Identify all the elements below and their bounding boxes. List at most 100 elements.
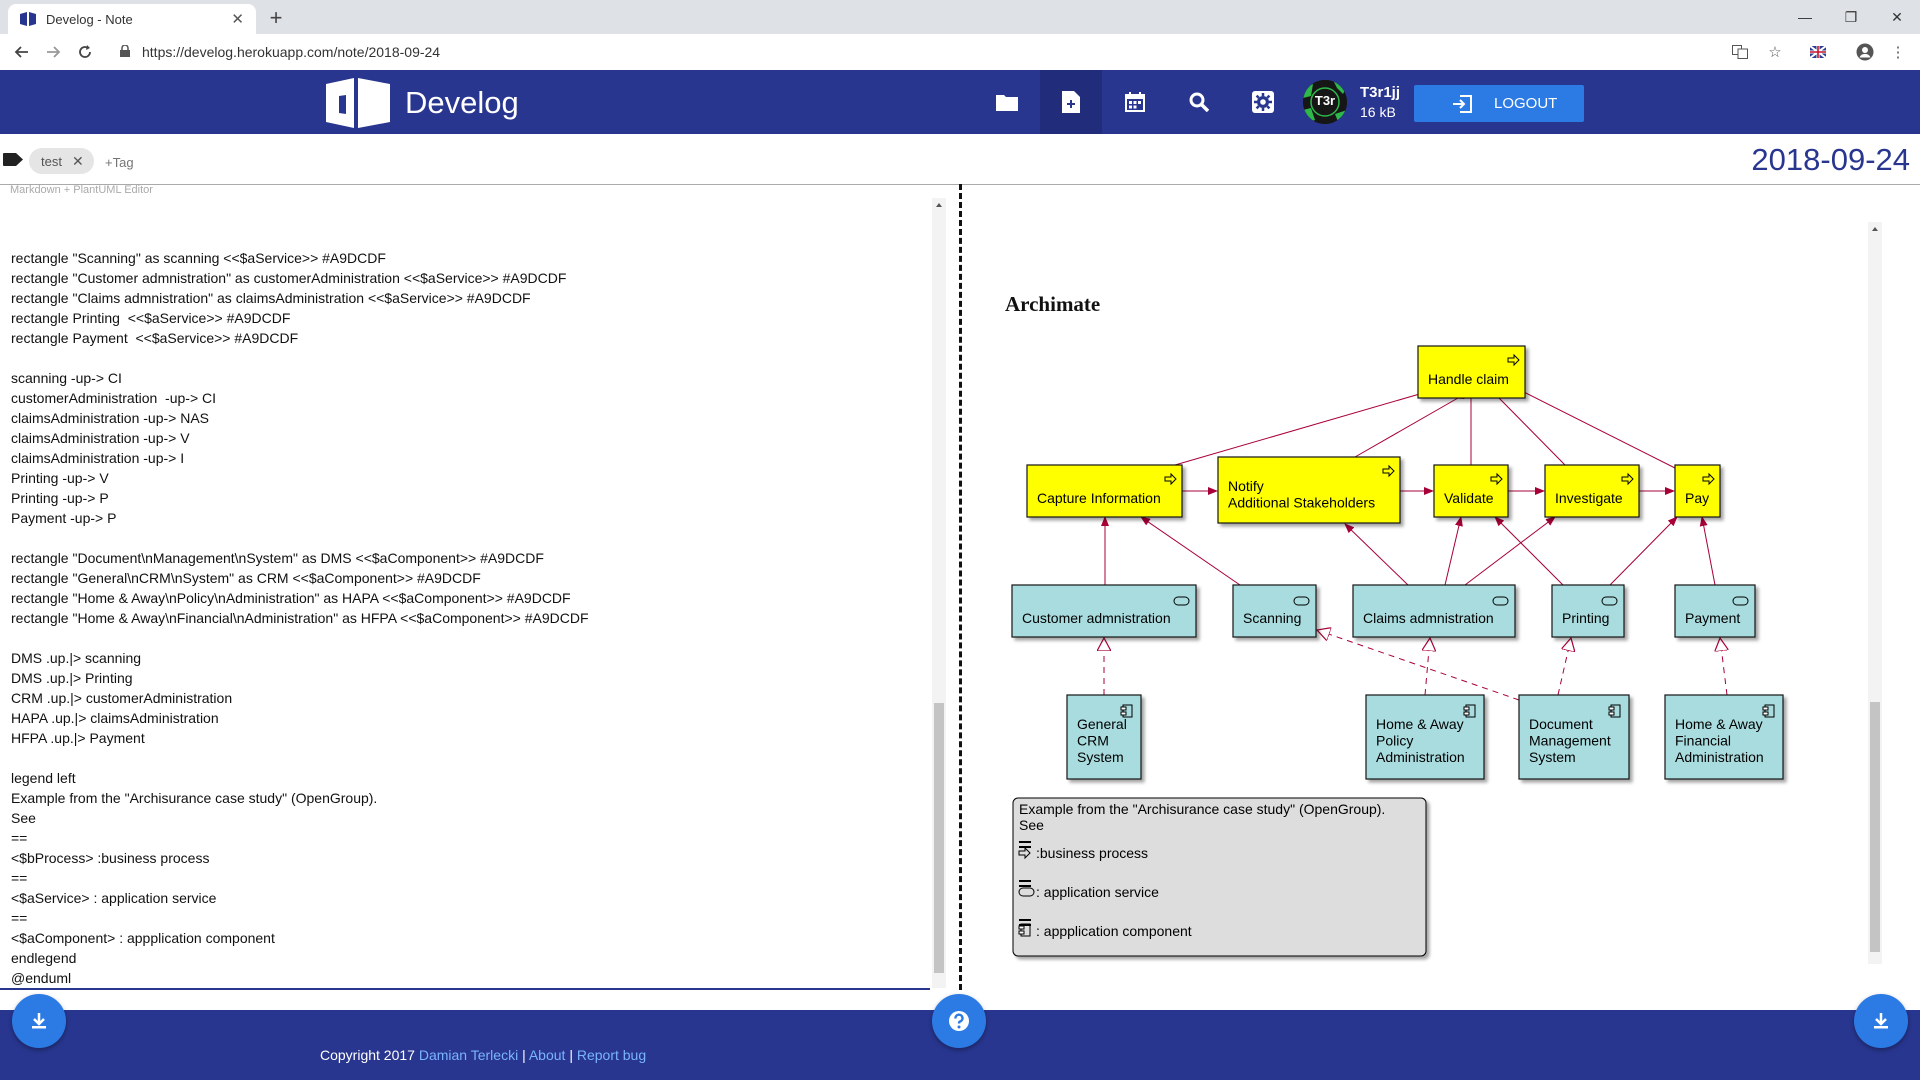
forward-arrow-icon[interactable] bbox=[42, 41, 64, 63]
process-box bbox=[1433, 464, 1509, 518]
service-node-ca[interactable]: Customer admnistration bbox=[1011, 584, 1197, 638]
editor-code-line: HAPA .up.|> claimsAdministration bbox=[11, 710, 219, 726]
composition-edge bbox=[1174, 385, 1441, 466]
editor-code-line: == bbox=[11, 910, 28, 926]
node-label: Management bbox=[1529, 733, 1611, 749]
node-label: Scanning bbox=[1243, 610, 1301, 626]
process-node-hc[interactable]: Handle claim bbox=[1417, 345, 1526, 399]
service-icon bbox=[1492, 596, 1509, 606]
process-box bbox=[1217, 456, 1401, 524]
bookmark-star-icon[interactable]: ☆ bbox=[1768, 44, 1782, 61]
browser-tab-strip: Develog - Note ✕ + — ❐ ✕ bbox=[0, 0, 1920, 34]
editor-code-line: rectangle "Customer admnistration" as cu… bbox=[11, 270, 567, 286]
preview-scrollbar-thumb[interactable] bbox=[1870, 702, 1880, 952]
process-icon bbox=[1490, 472, 1503, 486]
url-field[interactable]: https://develog.herokuapp.com/note/2018-… bbox=[142, 44, 441, 60]
legend-item-label: :business process bbox=[1036, 845, 1148, 861]
legend-separator bbox=[1019, 841, 1031, 843]
copyright: Copyright 2017 Damian Terlecki | About |… bbox=[320, 1047, 646, 1063]
restore-button[interactable]: ❐ bbox=[1844, 8, 1858, 25]
profile-icon[interactable] bbox=[1855, 42, 1875, 62]
service-node-pa[interactable]: Payment bbox=[1674, 584, 1756, 638]
editor-code-line: rectangle "Home & Away\nPolicy\nAdminist… bbox=[11, 590, 571, 606]
develog-logo-icon[interactable] bbox=[324, 76, 392, 130]
component-icon bbox=[1465, 704, 1476, 718]
help-button[interactable] bbox=[932, 994, 986, 1048]
browser-tab[interactable]: Develog - Note ✕ bbox=[8, 4, 256, 34]
node-label: Investigate bbox=[1555, 490, 1623, 506]
tag-input[interactable] bbox=[103, 154, 227, 171]
editor-code-line: legend left bbox=[11, 770, 76, 786]
service-icon bbox=[1018, 887, 1035, 897]
service-icon bbox=[1732, 596, 1749, 606]
scroll-up-arrow-icon[interactable] bbox=[932, 199, 946, 211]
component-icon bbox=[1764, 704, 1775, 718]
folder-icon[interactable] bbox=[976, 70, 1038, 134]
component-icon bbox=[1610, 704, 1621, 718]
split-divider[interactable] bbox=[959, 184, 962, 990]
app-navbar: Develog T3r T3r1jj 16 kB LOGOUT bbox=[0, 70, 1920, 134]
node-label: System bbox=[1077, 749, 1124, 765]
process-node-i[interactable]: Investigate bbox=[1544, 464, 1640, 518]
menu-dots-icon[interactable]: ⋮ bbox=[1890, 44, 1906, 61]
tag-remove-icon[interactable]: ✕ bbox=[71, 152, 84, 169]
download-right-button[interactable] bbox=[1854, 994, 1908, 1048]
legend-box bbox=[1012, 797, 1427, 957]
process-node-ci[interactable]: Capture Information bbox=[1026, 464, 1183, 518]
reload-icon[interactable] bbox=[74, 41, 96, 63]
service-node-pr[interactable]: Printing bbox=[1551, 584, 1625, 638]
editor-code-line: CRM .up.|> customerAdministration bbox=[11, 690, 233, 706]
process-node-p[interactable]: Pay bbox=[1674, 464, 1721, 518]
editor-code-line: rectangle "Scanning" as scanning <<$aSer… bbox=[11, 250, 386, 266]
service-box bbox=[1352, 584, 1516, 638]
avatar[interactable]: T3r bbox=[1303, 80, 1347, 124]
service-icon bbox=[1293, 596, 1310, 606]
editor-code-line: <$aComponent> : appplication component bbox=[11, 930, 275, 946]
editor-code-line: DMS .up.|> scanning bbox=[11, 650, 142, 666]
editor-scrollbar-thumb[interactable] bbox=[934, 703, 944, 973]
service-node-sc[interactable]: Scanning bbox=[1232, 584, 1317, 638]
preview-scroll-up-arrow-icon[interactable] bbox=[1868, 223, 1882, 235]
service-node-cla[interactable]: Claims admnistration bbox=[1352, 584, 1516, 638]
service-box bbox=[1551, 584, 1625, 638]
composition-edge bbox=[1491, 390, 1566, 466]
translate-icon[interactable] bbox=[1730, 42, 1750, 62]
new-note-icon[interactable] bbox=[1040, 70, 1102, 134]
diagram-legend: Example from the "Archisurance case stud… bbox=[1012, 797, 1427, 957]
brand-name[interactable]: Develog bbox=[405, 85, 519, 120]
tag-icon bbox=[3, 153, 23, 166]
settings-icon[interactable] bbox=[1232, 70, 1294, 134]
window-close-button[interactable]: ✕ bbox=[1891, 8, 1903, 25]
flag-extension-icon[interactable] bbox=[1808, 42, 1828, 62]
author-link[interactable]: Damian Terlecki bbox=[418, 1047, 519, 1063]
tag-chip[interactable]: test ✕ bbox=[29, 148, 94, 174]
code-editor[interactable]: rectangle "Scanning" as scanning <<$aSer… bbox=[0, 198, 930, 990]
diagram-title: Archimate bbox=[1005, 292, 1100, 316]
search-icon[interactable] bbox=[1168, 70, 1230, 134]
download-left-button[interactable] bbox=[12, 994, 66, 1048]
back-arrow-icon[interactable] bbox=[11, 41, 33, 63]
node-label: Home & Away bbox=[1675, 716, 1763, 732]
node-label: Pay bbox=[1685, 490, 1709, 506]
serving-edge bbox=[1699, 516, 1716, 586]
tab-close-icon[interactable]: ✕ bbox=[231, 11, 244, 28]
process-node-v[interactable]: Validate bbox=[1433, 464, 1509, 518]
report-bug-link[interactable]: Report bug bbox=[576, 1047, 647, 1063]
node-label: Payment bbox=[1685, 610, 1740, 626]
service-icon bbox=[1601, 596, 1618, 606]
node-label: Capture Information bbox=[1037, 490, 1161, 506]
legend-text: See bbox=[1019, 817, 1044, 833]
calendar-icon[interactable] bbox=[1104, 70, 1166, 134]
new-tab-button[interactable]: + bbox=[269, 5, 283, 30]
username: T3r1jj bbox=[1360, 84, 1401, 101]
about-link[interactable]: About bbox=[528, 1047, 566, 1063]
logout-button[interactable]: LOGOUT bbox=[1414, 85, 1584, 122]
editor-code-line: rectangle "General\nCRM\nSystem" as CRM … bbox=[11, 570, 481, 586]
minimize-button[interactable]: — bbox=[1798, 9, 1812, 25]
editor-code-line: HFPA .up.|> Payment bbox=[11, 730, 145, 746]
